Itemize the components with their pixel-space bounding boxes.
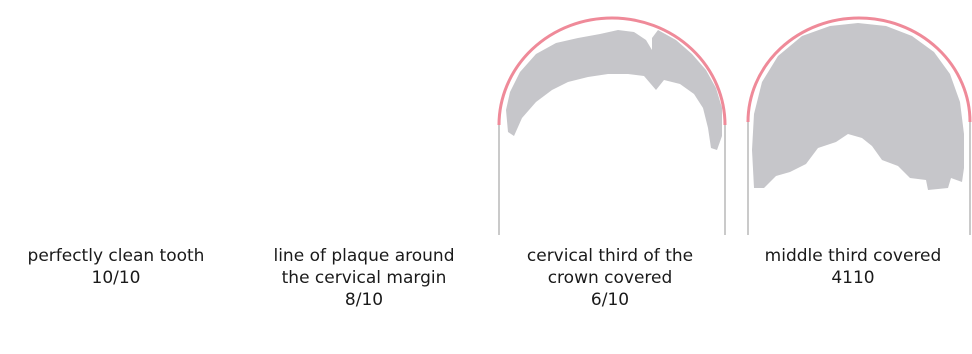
caption-score: 10/10 (0, 267, 236, 289)
caption-score: 6/10 (490, 289, 730, 311)
plaque-middle-third (752, 23, 964, 190)
caption-line: cervical third of the (490, 245, 730, 267)
caption-score: 8/10 (244, 289, 484, 311)
tooth-outline (499, 125, 725, 235)
caption-line: the cervical margin (244, 267, 484, 289)
caption-score: 4110 (733, 267, 972, 289)
caption-middle-third: middle third covered 4110 (733, 245, 972, 289)
tooth-cervical-third-illustration (496, 10, 728, 238)
caption-line: crown covered (490, 267, 730, 289)
caption-line: perfectly clean tooth (0, 245, 236, 267)
caption-cervical-line: line of plaque around the cervical margi… (244, 245, 484, 311)
caption-line: line of plaque around (244, 245, 484, 267)
caption-clean-tooth: perfectly clean tooth 10/10 (0, 245, 236, 289)
caption-cervical-third: cervical third of the crown covered 6/10 (490, 245, 730, 311)
tooth-middle-third-illustration (746, 10, 972, 238)
caption-line: middle third covered (733, 245, 972, 267)
